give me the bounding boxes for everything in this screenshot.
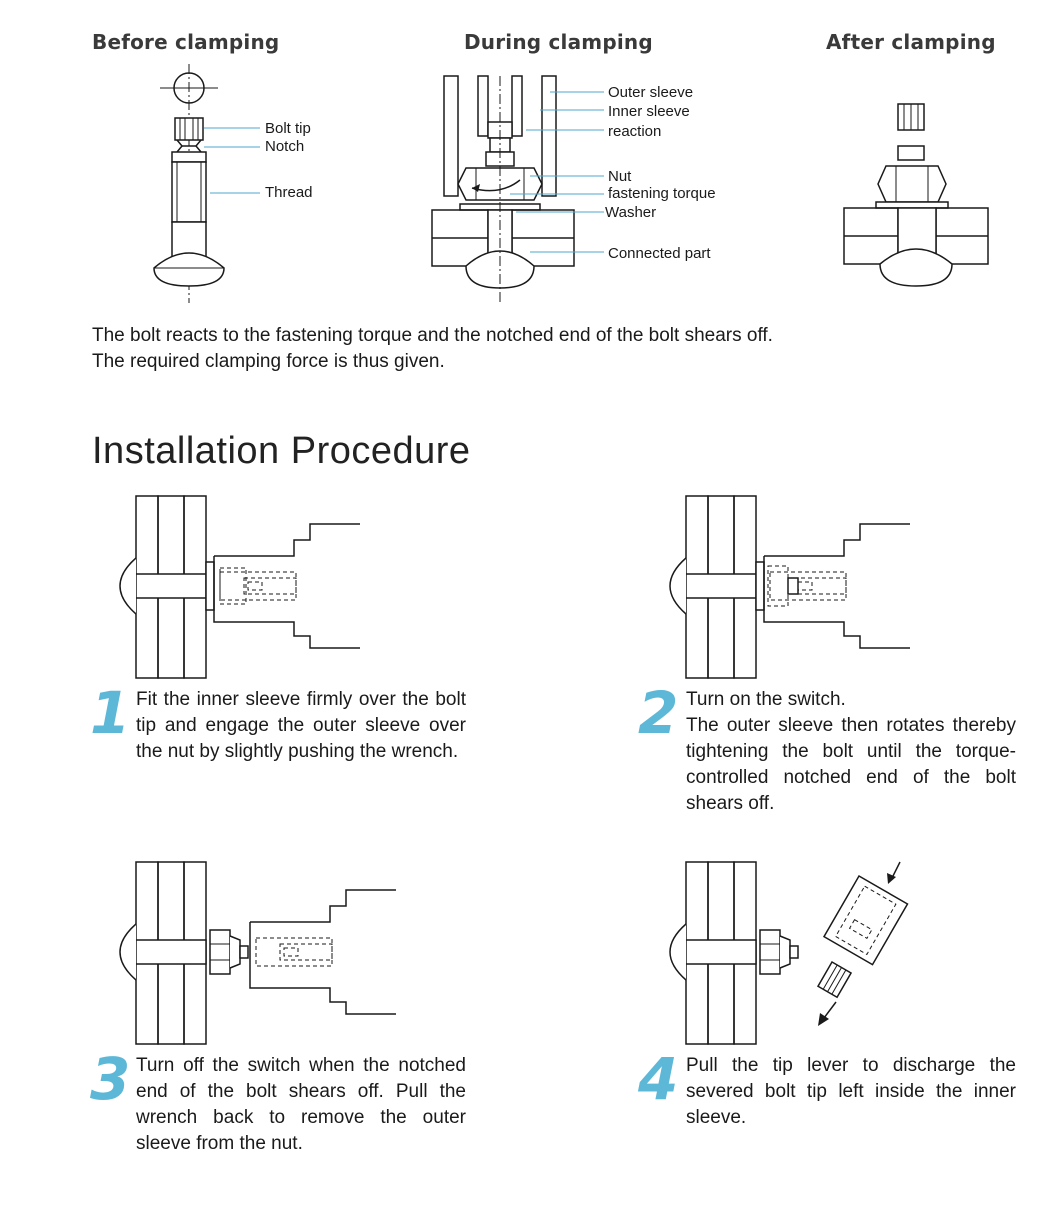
step-3-number: 3 — [90, 1045, 131, 1113]
step-2-line-1: Turn on the switch. — [686, 689, 846, 710]
description-line-1: The bolt reacts to the fastening torque … — [92, 325, 773, 346]
label-notch: Notch — [265, 138, 305, 155]
label-reaction: reaction — [608, 123, 662, 140]
installation-procedure-title: Installation Procedure — [92, 430, 471, 472]
step-4-number: 4 — [638, 1045, 679, 1113]
step-4-diagram — [669, 861, 909, 1045]
before-clamping-heading: Before clamping — [92, 30, 280, 54]
step-1-number: 1 — [90, 679, 131, 747]
label-washer: Washer — [605, 204, 657, 221]
step-2-text: Turn on the switch. The outer sleeve the… — [686, 687, 1016, 817]
label-outer-sleeve: Outer sleeve — [608, 84, 694, 101]
description-line-2: The required clamping force is thus give… — [92, 351, 445, 372]
after-clamping-heading: After clamping — [826, 30, 996, 54]
label-nut: Nut — [608, 168, 632, 185]
step-3-diagram — [119, 861, 396, 1045]
before-leader-lines — [204, 127, 260, 194]
during-leader-lines — [510, 91, 604, 253]
step-2-diagram — [669, 495, 910, 679]
label-inner-sleeve: Inner sleeve — [608, 103, 690, 120]
step-2-line-2: The outer sleeve then rotates thereby ti… — [686, 715, 1016, 814]
during-clamping-diagram — [431, 75, 575, 304]
clamping-description: The bolt reacts to the fastening torque … — [92, 323, 992, 375]
step-1-text: Fit the inner sleeve firmly over the bol… — [136, 689, 466, 762]
label-bolt-tip: Bolt tip — [265, 120, 311, 137]
label-thread: Thread — [265, 184, 313, 201]
step-1-diagram — [119, 495, 360, 679]
step-4-text: Pull the tip lever to discharge the seve… — [686, 1055, 1016, 1128]
label-fastening-torque: fastening torque — [608, 185, 716, 202]
after-clamping-diagram — [843, 103, 989, 287]
step-3-text: Turn off the switch when the notched end… — [136, 1055, 466, 1154]
before-clamping-diagram — [153, 64, 225, 303]
during-clamping-heading: During clamping — [464, 30, 653, 54]
label-connected-part: Connected part — [608, 245, 711, 262]
step-2-number: 2 — [638, 679, 679, 747]
